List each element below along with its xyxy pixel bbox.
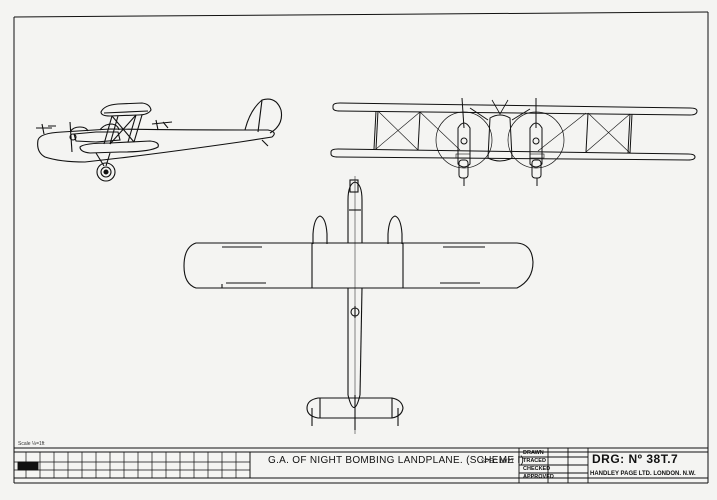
revision-grid — [14, 452, 251, 478]
traced-label: TRACED — [523, 458, 546, 464]
revision-mark — [17, 461, 39, 471]
title-block — [14, 447, 708, 483]
drawing-title: G.A. OF NIGHT BOMBING LANDPLANE. (SCHEME… — [268, 455, 525, 466]
checked-label: CHECKED — [523, 466, 551, 472]
approved-label: APPROVED — [523, 474, 554, 480]
drawing-number: DRG: Nº 38T.7 — [592, 452, 679, 466]
scale-note: Scale ⅛=1ft — [18, 441, 45, 447]
border-top — [13, 11, 709, 18]
side-elevation-view — [36, 98, 283, 182]
spec-number: SPEC 19/27 — [481, 459, 515, 465]
drawn-label: DRAWN — [523, 450, 544, 456]
plan-view — [183, 176, 534, 434]
front-elevation-view — [330, 97, 698, 186]
firm-name: HANDLEY PAGE LTD. LONDON. N.W. — [590, 471, 696, 477]
